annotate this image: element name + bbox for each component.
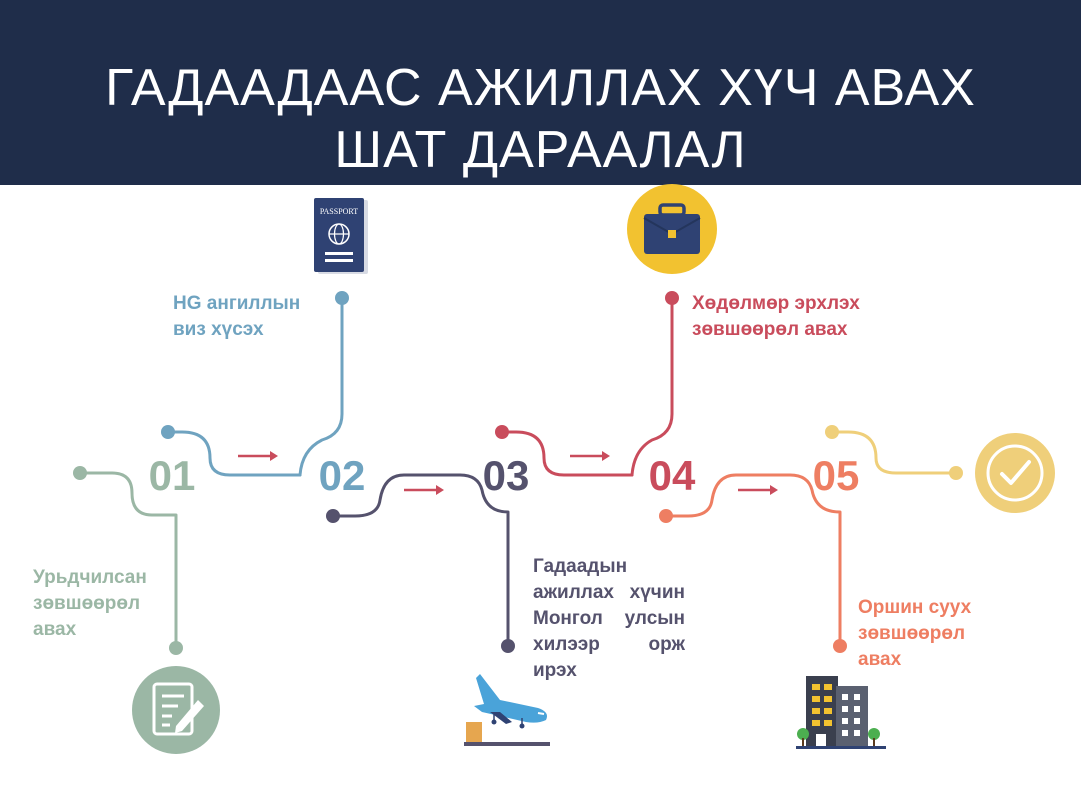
step-number-05: 05 bbox=[813, 452, 860, 499]
connector-dot bbox=[495, 425, 509, 439]
connector-05-down bbox=[788, 473, 842, 648]
connector-dot bbox=[335, 291, 349, 305]
connector-03-right bbox=[500, 430, 634, 477]
connector-05-right bbox=[830, 430, 958, 475]
step-04-label: Хөдөлмөр эрхлэх зөвшөөрөл авах bbox=[692, 293, 860, 340]
connector-dot bbox=[326, 509, 340, 523]
arrow-right-icon bbox=[404, 485, 444, 495]
arrow-right-icon bbox=[738, 485, 778, 495]
step-number-03: 03 bbox=[483, 452, 530, 499]
step-number-04: 04 bbox=[649, 452, 696, 499]
connector-dot bbox=[825, 425, 839, 439]
document-edit-icon bbox=[132, 666, 220, 754]
connector-04-down bbox=[664, 473, 792, 518]
checkmark-icon bbox=[975, 433, 1055, 513]
step-01-label: Урьдчилсан зөвшөөрөл авах bbox=[33, 567, 147, 640]
passport-text: PASSPORT bbox=[320, 207, 358, 216]
connector-dot bbox=[161, 425, 175, 439]
title-line-2: ШАТ ДАРААЛАЛ bbox=[334, 121, 747, 179]
arrow-right-icon bbox=[238, 451, 278, 461]
connector-04-up bbox=[630, 296, 674, 477]
connector-dot bbox=[949, 466, 963, 480]
step-03-label: Гадаадын ажиллах хүчин Монгол улсын хилэ… bbox=[533, 556, 685, 681]
step-05-label: Оршин суух зөвшөөрөл авах bbox=[858, 597, 972, 670]
header-banner: ГАДААДААС АЖИЛЛАХ ХҮЧ АВАХ ШАТ ДАРААЛАЛ bbox=[0, 0, 1081, 185]
connector-dot bbox=[659, 509, 673, 523]
connector-02-up bbox=[298, 296, 344, 477]
title-line-1: ГАДААДААС АЖИЛЛАХ ХҮЧ АВАХ bbox=[105, 59, 976, 117]
connector-dot bbox=[73, 466, 87, 480]
connector-dot bbox=[833, 639, 847, 653]
connector-dot bbox=[665, 291, 679, 305]
arrow-right-icon bbox=[570, 451, 610, 461]
connector-dot bbox=[169, 641, 183, 655]
step-number-01: 01 bbox=[149, 452, 196, 499]
passport-icon: PASSPORT bbox=[314, 198, 368, 274]
connector-03-down bbox=[458, 473, 510, 648]
connector-01-right bbox=[166, 430, 302, 477]
step-02-label: HG ангиллын виз хүсэх bbox=[173, 293, 301, 340]
airplane-icon bbox=[464, 674, 550, 746]
building-icon bbox=[796, 676, 886, 749]
connector-dot bbox=[501, 639, 515, 653]
connector-01-left bbox=[78, 471, 178, 650]
connector-02-down bbox=[331, 473, 462, 518]
step-number-02: 02 bbox=[319, 452, 366, 499]
briefcase-icon bbox=[627, 184, 717, 274]
